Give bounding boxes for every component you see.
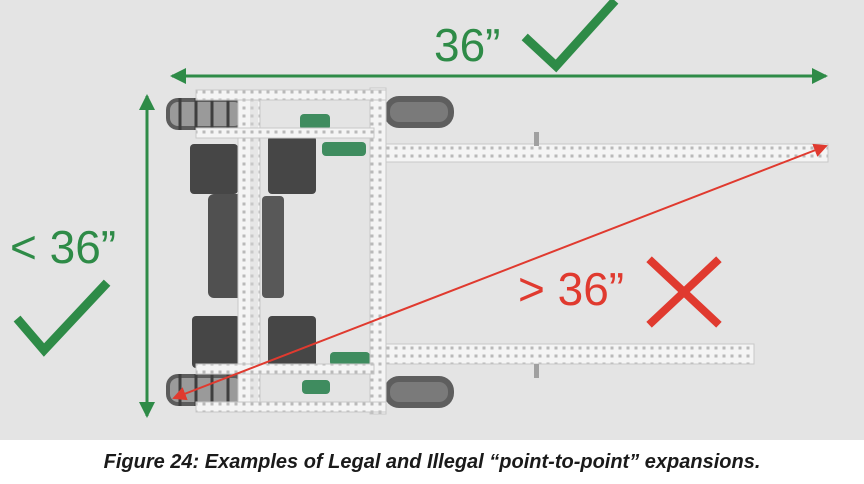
omni-wheel-top-left [166,98,246,130]
omni-wheel-bottom-left [166,374,246,406]
diagonal-label: > 36” [518,263,625,315]
expansion-arms [385,132,829,378]
width-label: 36” [434,19,501,71]
robot-diagram [13,0,829,418]
checkmark-icon [521,0,619,73]
x-mark-icon [646,256,722,328]
robot-expansion-figure: 36” < 36” > 36” [0,0,864,440]
traction-wheel-bottom-right [384,376,454,408]
traction-wheel-top-right [384,96,454,128]
height-label: < 36” [10,221,117,273]
checkmark-icon [13,279,111,357]
figure-caption: Figure 24: Examples of Legal and Illegal… [103,450,761,473]
robot [166,87,829,415]
diagonal-arrow [172,143,828,401]
